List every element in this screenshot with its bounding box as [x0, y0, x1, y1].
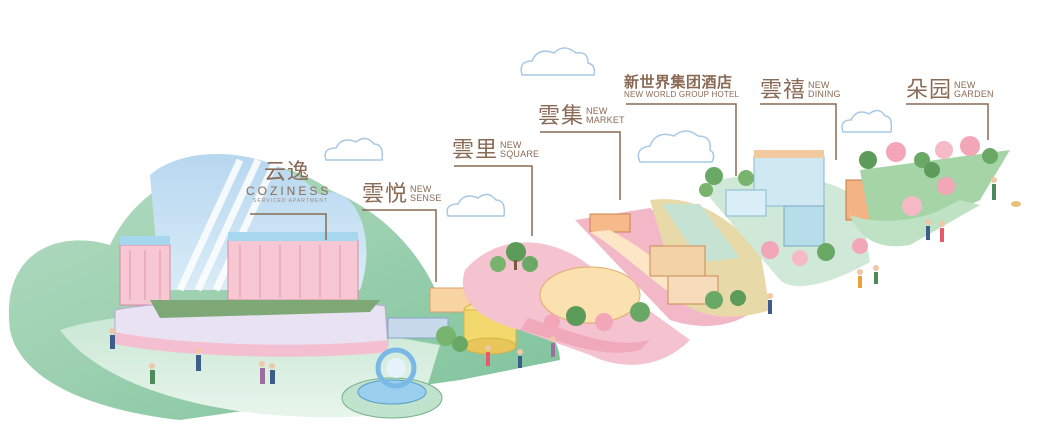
cloud-icon	[520, 47, 596, 76]
zone-label-hotel: 新世界集团酒店 NEW WORLD GROUP HOTEL	[624, 74, 739, 100]
cloud-icon	[324, 137, 384, 161]
new-square-chinese-title: 雲里	[452, 138, 499, 163]
hotel-english-title: NEW WORLD GROUP HOTEL	[624, 90, 740, 99]
hotel-chinese-title: 新世界集团酒店	[624, 73, 733, 91]
cloud-icon	[637, 130, 715, 163]
tree-icon	[436, 136, 998, 352]
fountain-icon	[341, 347, 443, 419]
coziness-subtitle: SERVICED APARTMENT	[253, 198, 328, 204]
new-dining-chinese-title: 雲禧	[760, 78, 807, 103]
new-sense-chinese-title: 雲悦	[362, 182, 409, 207]
coziness-english-title: COZINESS	[246, 184, 332, 198]
new-market-chinese-title: 雲集	[538, 104, 585, 129]
zone-label-coziness: 云逸 COZINESS SERVICED APARTMENT	[246, 160, 332, 205]
coziness-chinese-title: 云逸	[263, 160, 310, 185]
cloud-icon	[446, 193, 506, 217]
building-icon	[114, 232, 389, 357]
cloud-icon	[841, 109, 893, 133]
person-icon	[109, 177, 1021, 384]
new-garden-chinese-title: 朵园	[906, 78, 953, 103]
